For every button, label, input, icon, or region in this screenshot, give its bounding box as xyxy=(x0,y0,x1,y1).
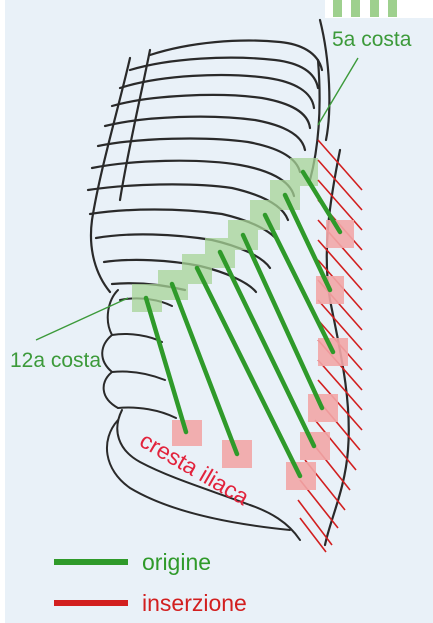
legend-insertion-label: inserzione xyxy=(142,590,247,616)
rib-12-label: 12a costa xyxy=(10,349,101,372)
legend: origine inserzione xyxy=(54,549,247,616)
legend-origin-label: origine xyxy=(142,549,211,575)
rib-5-label: 5a costa xyxy=(332,28,412,51)
top-marks xyxy=(333,0,397,17)
rib-5-leader xyxy=(318,58,358,125)
muscle-fiber xyxy=(285,195,330,290)
muscle-fiber xyxy=(146,298,186,432)
leader-lines xyxy=(36,58,358,340)
